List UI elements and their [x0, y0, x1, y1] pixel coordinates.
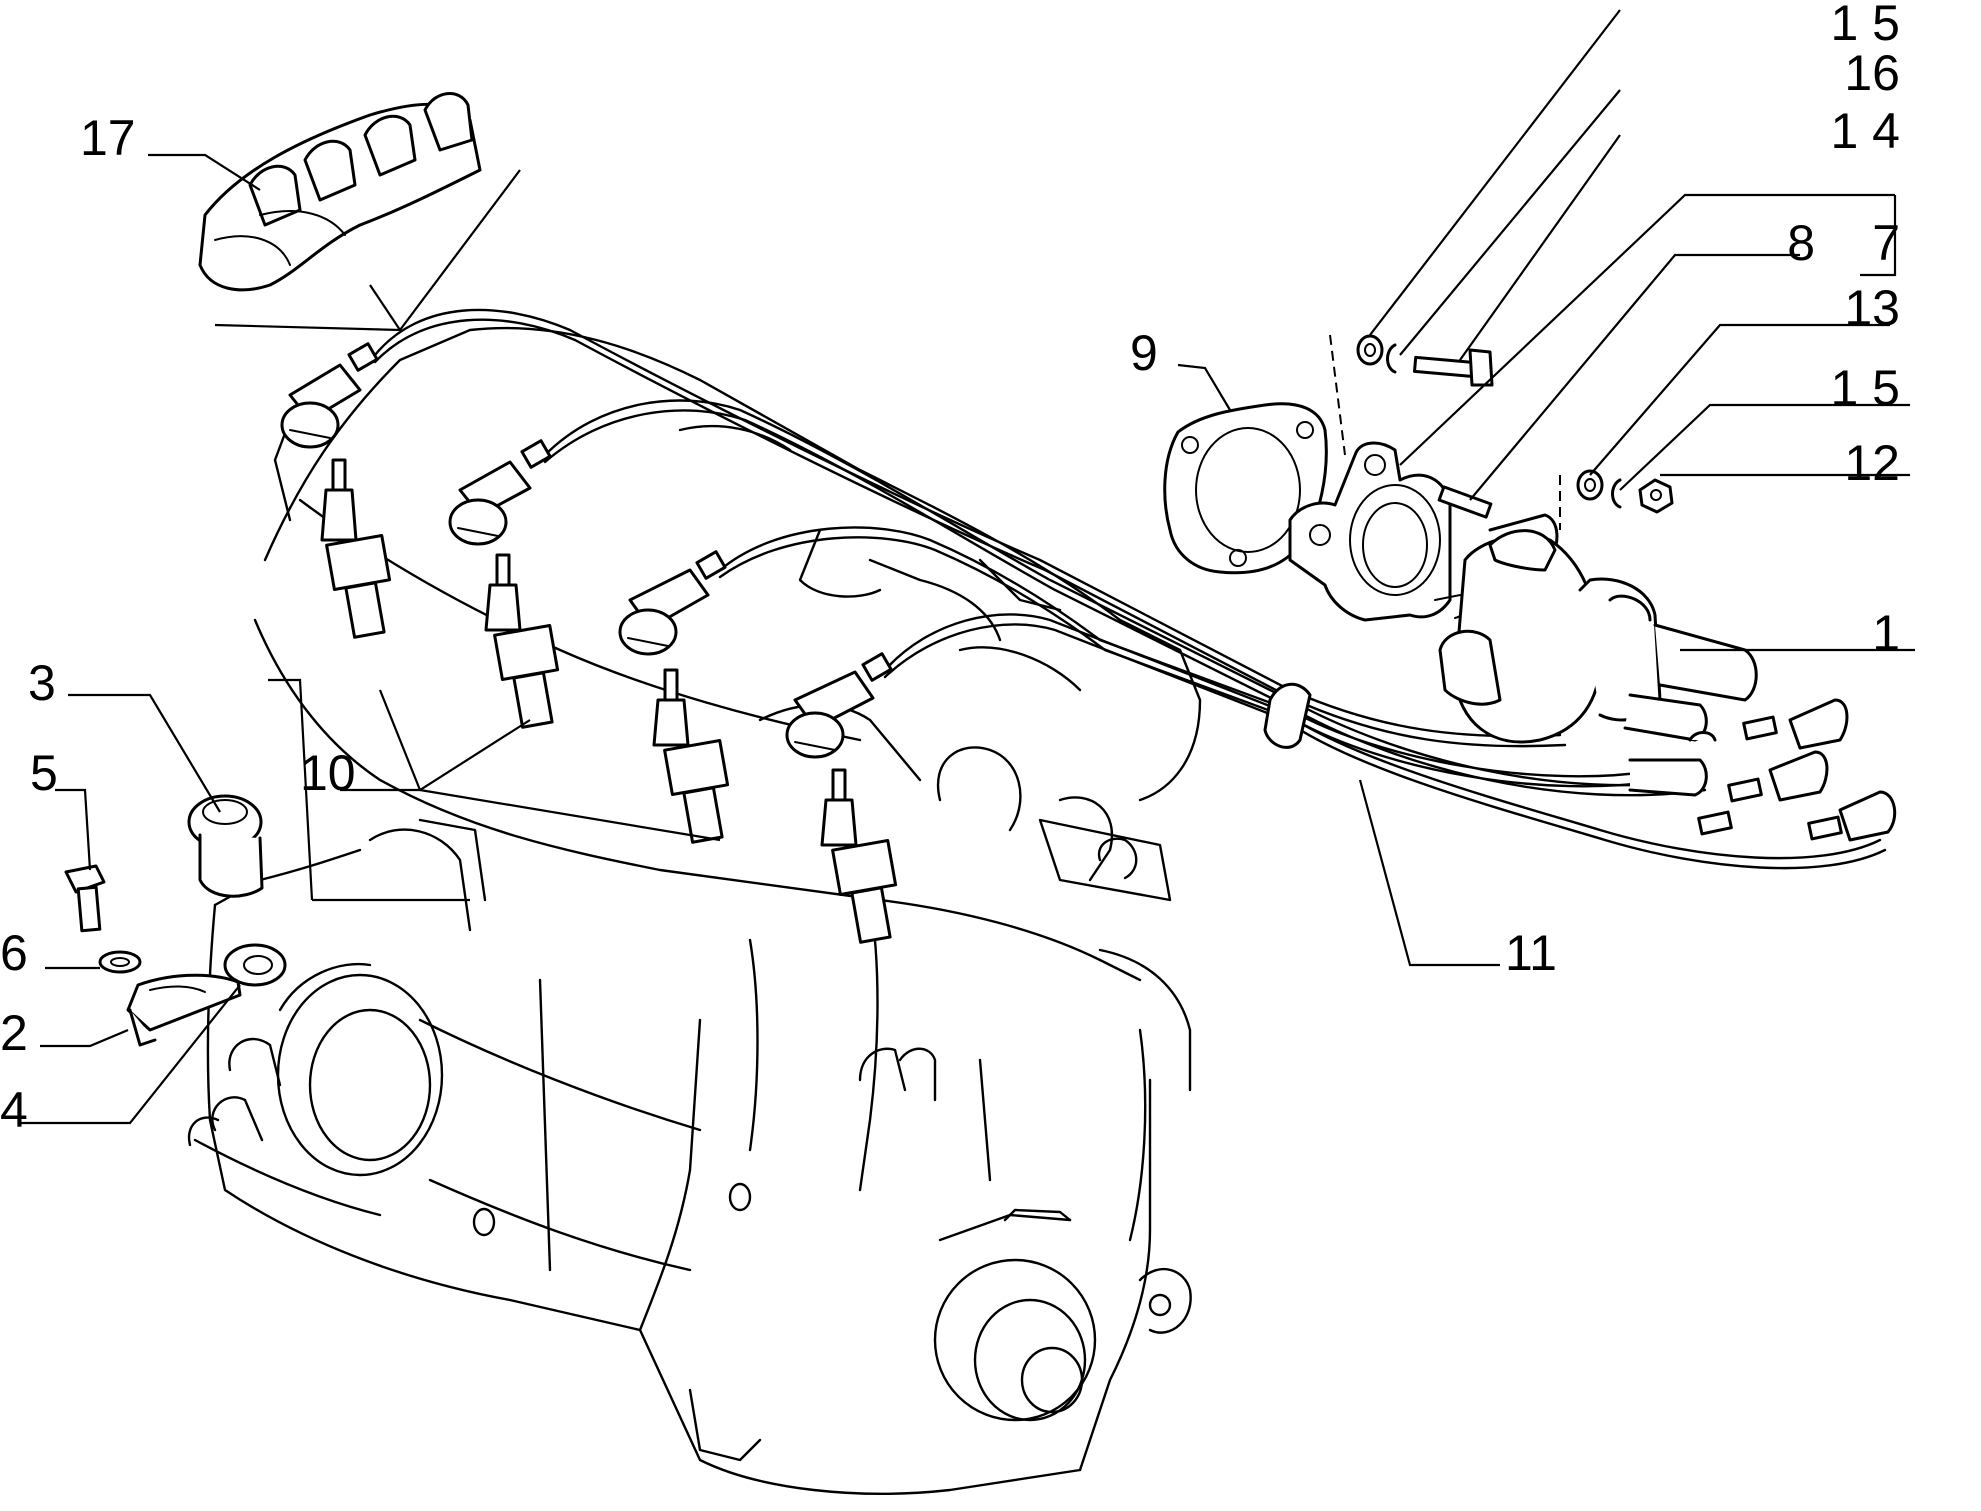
callout-2: 2: [0, 1005, 28, 1061]
plug-boot-4: [785, 652, 893, 759]
callout-numbers: 17 1 5 16 1 4 8 7 13 9 1 5 12 1 3 5 10 6…: [0, 0, 1900, 1138]
callout-10: 10: [300, 745, 356, 801]
callout-8: 8: [1787, 215, 1815, 271]
callout-1: 1: [1872, 605, 1900, 661]
callout-12: 12: [1844, 435, 1900, 491]
spark-plug-3: [652, 668, 730, 844]
spark-plug-4: [820, 768, 898, 944]
plug-boot-2: [448, 439, 552, 546]
callout-leaders: [20, 9, 1915, 1125]
callout-14: 1 4: [1830, 103, 1900, 159]
callout-3: 3: [28, 655, 56, 711]
wire-clip-holder: [198, 92, 482, 292]
engine-block: [187, 326, 1202, 1495]
callout-13: 13: [1844, 280, 1900, 336]
callout-16: 16: [1844, 45, 1900, 101]
distributor-assembly: [1163, 334, 1758, 797]
callout-15-mid: 1 5: [1830, 360, 1900, 416]
callout-15-top: 1 5: [1830, 0, 1900, 51]
callout-11: 11: [1505, 925, 1557, 981]
callout-9: 9: [1130, 325, 1158, 381]
spark-plug-2: [484, 553, 560, 729]
callout-4: 4: [0, 1082, 28, 1138]
spark-plug-1: [320, 458, 392, 639]
callout-17: 17: [80, 110, 136, 166]
callout-7: 7: [1872, 215, 1900, 271]
spark-plugs: [320, 458, 898, 944]
plug-boot-1: [280, 342, 379, 449]
callout-6: 6: [0, 925, 28, 981]
callout-5: 5: [30, 745, 58, 801]
plug-boot-3: [618, 550, 727, 656]
ignition-wire-set: [280, 308, 1897, 870]
front-cover-parts: [64, 678, 470, 1047]
